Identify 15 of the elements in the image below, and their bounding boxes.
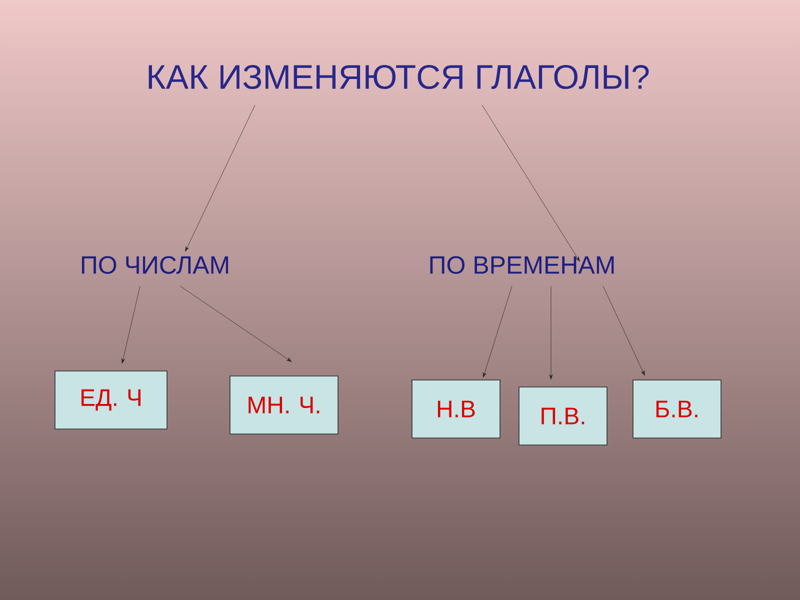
- category-label: ПО ЧИСЛАМ: [82, 256, 228, 274]
- arrow: [185, 104, 256, 252]
- answer-box: Н.В: [412, 380, 500, 438]
- answer-box: МН. Ч.: [230, 376, 338, 434]
- arrow: [602, 286, 645, 376]
- arrow: [482, 104, 580, 262]
- category-label: ПО ВРЕМЕНАМ: [430, 256, 614, 274]
- answer-box: П.В.: [518, 386, 608, 446]
- arrow: [121, 286, 140, 364]
- answer-box: Б.В.: [632, 380, 722, 438]
- answer-box: ЕД. Ч: [54, 370, 168, 430]
- arrow: [180, 286, 292, 362]
- arrow: [549, 286, 553, 380]
- title-text: КАК ИЗМЕНЯЮТСЯ ГЛАГОЛЫ?: [148, 64, 649, 90]
- arrow: [482, 286, 512, 378]
